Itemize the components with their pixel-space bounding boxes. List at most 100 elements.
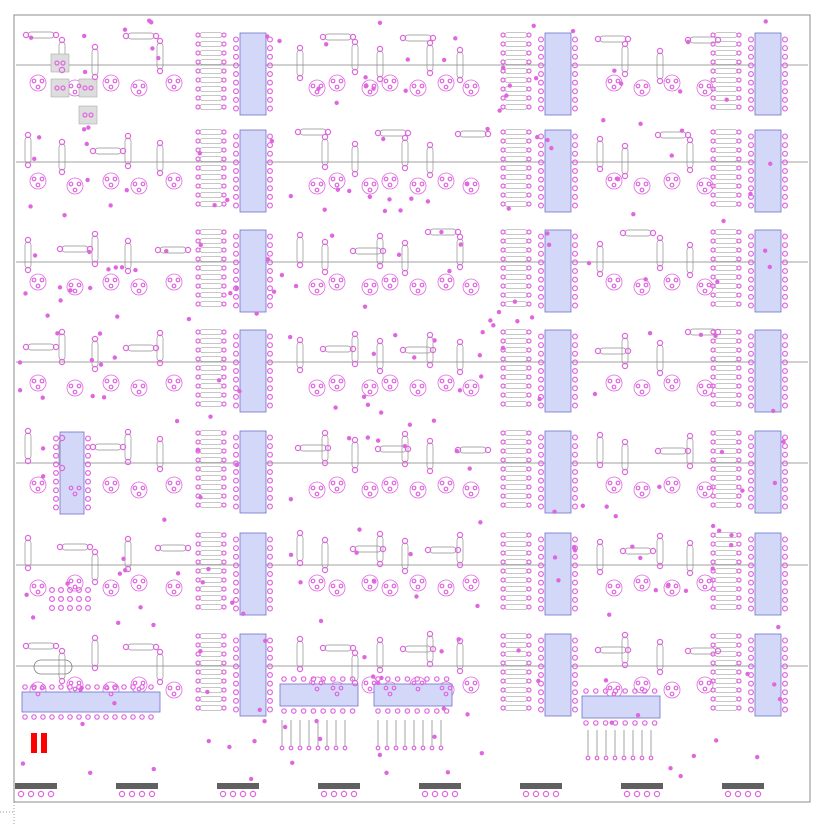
pad bbox=[619, 547, 627, 555]
via bbox=[545, 137, 550, 143]
pad bbox=[736, 129, 742, 135]
pad bbox=[622, 720, 629, 726]
pad bbox=[94, 714, 100, 720]
via bbox=[635, 713, 641, 718]
transistor bbox=[605, 579, 623, 597]
via bbox=[545, 231, 550, 236]
pad bbox=[89, 147, 97, 155]
pad bbox=[526, 568, 532, 574]
pad bbox=[296, 529, 304, 537]
pad bbox=[736, 705, 742, 711]
pad bbox=[195, 374, 201, 380]
pad bbox=[195, 301, 201, 307]
pad bbox=[537, 259, 544, 266]
pad bbox=[139, 714, 145, 720]
pad bbox=[596, 240, 604, 248]
pad bbox=[221, 484, 227, 490]
via bbox=[721, 218, 726, 224]
pad bbox=[686, 462, 694, 470]
via bbox=[252, 738, 257, 744]
pad bbox=[399, 645, 407, 653]
pad bbox=[267, 477, 274, 484]
pad bbox=[401, 269, 409, 277]
pad bbox=[571, 62, 578, 69]
via bbox=[290, 760, 295, 766]
pad bbox=[596, 568, 604, 576]
pad bbox=[537, 706, 544, 713]
pad bbox=[233, 588, 240, 595]
pad bbox=[665, 480, 671, 486]
pad bbox=[472, 83, 478, 89]
transistor bbox=[29, 374, 47, 392]
connector-body bbox=[15, 783, 57, 789]
pad bbox=[156, 67, 164, 75]
pad bbox=[744, 790, 752, 798]
via bbox=[516, 648, 521, 653]
pad bbox=[104, 685, 110, 691]
connector-body bbox=[722, 783, 764, 789]
pad bbox=[154, 544, 162, 552]
pad bbox=[195, 430, 201, 436]
pad bbox=[221, 59, 227, 65]
pad bbox=[47, 790, 55, 798]
pad bbox=[781, 293, 788, 300]
via bbox=[772, 682, 777, 687]
pad bbox=[443, 486, 449, 492]
pad bbox=[387, 384, 393, 390]
pad bbox=[500, 192, 506, 198]
pad bbox=[221, 174, 227, 180]
pad bbox=[267, 486, 274, 493]
pad bbox=[602, 688, 609, 694]
via bbox=[763, 19, 768, 24]
via bbox=[748, 191, 753, 197]
pad bbox=[76, 485, 82, 491]
pad bbox=[781, 142, 788, 149]
pad bbox=[781, 62, 788, 69]
pad bbox=[22, 642, 30, 650]
pad bbox=[639, 89, 645, 95]
pad bbox=[89, 443, 97, 451]
pad bbox=[404, 676, 411, 682]
pad bbox=[49, 714, 55, 720]
pad bbox=[195, 86, 201, 92]
pad bbox=[112, 714, 118, 720]
pad bbox=[221, 201, 227, 207]
pad bbox=[747, 486, 754, 493]
pad bbox=[411, 282, 417, 288]
pad bbox=[320, 790, 328, 798]
pad bbox=[375, 708, 381, 714]
pad bbox=[447, 685, 453, 691]
pad bbox=[429, 745, 435, 751]
pad bbox=[639, 187, 645, 193]
pad bbox=[267, 434, 274, 441]
via bbox=[613, 513, 618, 519]
pad bbox=[233, 689, 240, 696]
pad bbox=[24, 161, 32, 169]
pad bbox=[167, 378, 173, 384]
pad bbox=[747, 637, 754, 644]
pad bbox=[233, 185, 240, 192]
pad bbox=[124, 162, 132, 170]
pad bbox=[781, 536, 788, 543]
pad bbox=[526, 577, 532, 583]
pad bbox=[747, 596, 754, 603]
pad bbox=[621, 40, 629, 48]
pad bbox=[318, 83, 324, 89]
pad bbox=[379, 247, 387, 255]
via bbox=[405, 57, 411, 62]
pad bbox=[94, 684, 100, 690]
pad bbox=[267, 276, 274, 283]
pad bbox=[195, 156, 201, 162]
pad bbox=[233, 202, 240, 209]
pad bbox=[429, 346, 437, 354]
pad bbox=[781, 176, 788, 183]
pad-layer bbox=[17, 18, 788, 798]
pad bbox=[526, 401, 532, 407]
pad bbox=[571, 469, 578, 476]
transistor bbox=[29, 476, 47, 494]
via bbox=[347, 188, 352, 194]
pad bbox=[221, 705, 227, 711]
pad bbox=[171, 691, 177, 697]
via bbox=[371, 351, 377, 357]
via bbox=[363, 75, 368, 80]
